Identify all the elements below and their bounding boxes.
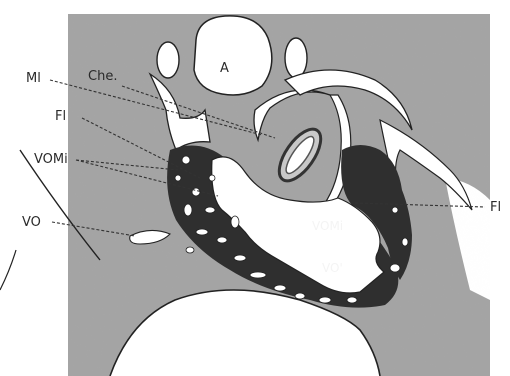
small-oval-right	[285, 38, 307, 78]
label-vo-inner: VO'	[322, 261, 343, 275]
label-vo-left: VO	[22, 215, 41, 230]
label-fl-left: Fl	[55, 109, 66, 124]
small-oval-left	[157, 42, 179, 78]
label-che: Che.	[88, 69, 117, 84]
label-fl-right: Fl	[490, 200, 501, 215]
structure-a	[194, 16, 272, 95]
outer-boundary-left-lower	[0, 250, 16, 290]
label-vomi-left: VOMi	[34, 152, 68, 167]
label-vomi-inner: VOMi	[312, 219, 343, 233]
label-a: A	[220, 61, 229, 76]
label-ml: Ml	[26, 71, 41, 86]
